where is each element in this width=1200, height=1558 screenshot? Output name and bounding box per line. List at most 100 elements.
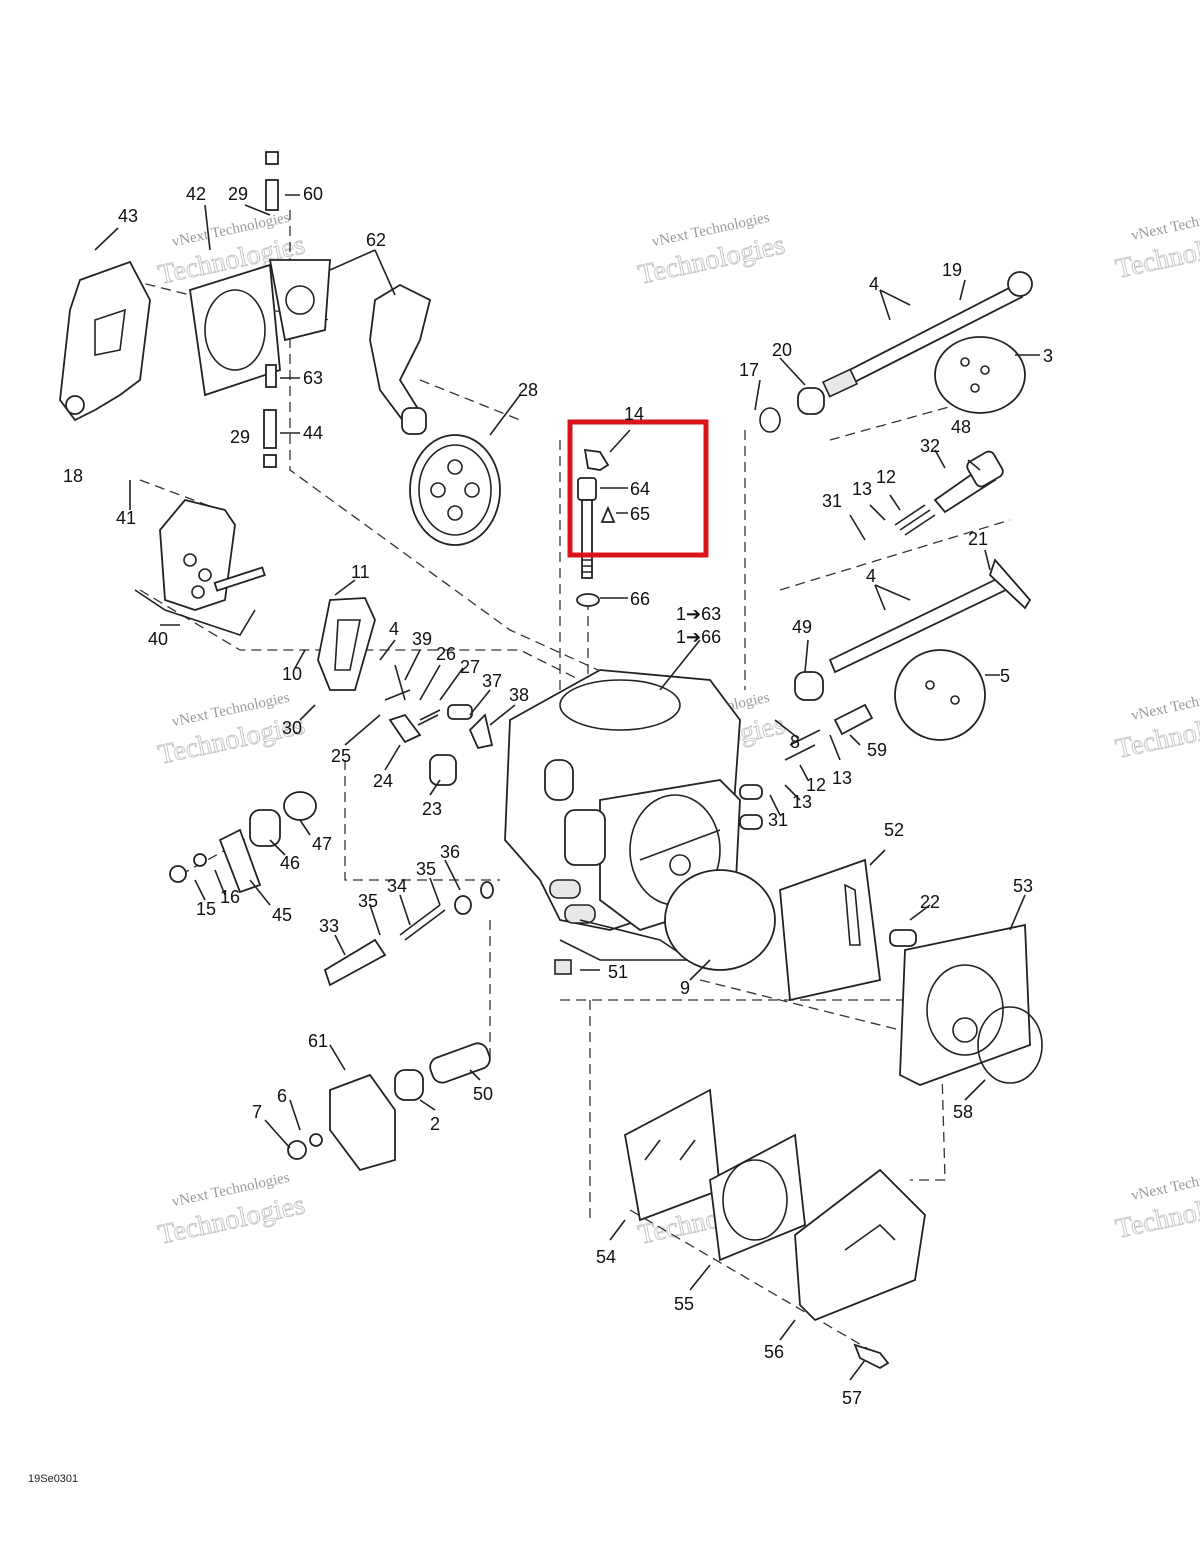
- callout-label: 43: [118, 206, 138, 226]
- callout-label: 49: [792, 617, 812, 637]
- callout-label: 59: [867, 740, 887, 760]
- callout-label: 44: [303, 423, 323, 443]
- callout-label: 12: [806, 775, 826, 795]
- callout-label: 37: [482, 671, 502, 691]
- idle-screw: [894, 450, 1004, 536]
- callout-label: 4: [869, 274, 879, 294]
- callout-label: 23: [422, 799, 442, 819]
- callout-label: 63: [303, 368, 323, 388]
- callout-label: 7: [252, 1102, 262, 1122]
- callout-label: 57: [842, 1388, 862, 1408]
- callout-label: 25: [331, 746, 351, 766]
- gasket: [664, 869, 776, 971]
- callout-label: 22: [920, 892, 940, 912]
- callout-label: 4: [866, 566, 876, 586]
- callout-label: 13: [852, 479, 872, 499]
- jets-group: [384, 664, 494, 786]
- callout-label: 28: [518, 380, 538, 400]
- callout-label: 1➔63: [676, 604, 721, 624]
- callout-label: 6: [277, 1086, 287, 1106]
- callout-label: 54: [596, 1247, 616, 1267]
- callout-label: 35: [416, 859, 436, 879]
- callout-label: 30: [282, 718, 302, 738]
- callout-label: 8: [790, 732, 800, 752]
- callout-label: 11: [351, 562, 370, 582]
- throttle-shaft: [759, 271, 1033, 433]
- callout-label: 32: [920, 436, 940, 456]
- document-code: 19Se0301: [28, 1473, 78, 1485]
- callout-label: 29: [228, 184, 248, 204]
- callout-label: 51: [608, 962, 628, 982]
- callout-label: 55: [674, 1294, 694, 1314]
- callout-label: 38: [509, 685, 529, 705]
- diaphragm: [623, 1088, 721, 1222]
- callout-labels: 43 42 29 60 62 63 29 44 18 28 41 40 11 4…: [63, 184, 1053, 1408]
- callout-label: 12: [876, 467, 896, 487]
- callout-label: 45: [272, 905, 292, 925]
- callout-label: 48: [951, 417, 971, 437]
- cover-gasket: [779, 858, 881, 1002]
- callout-label: 41: [116, 508, 136, 528]
- callout-label: 53: [1013, 876, 1033, 896]
- callout-label: 16: [220, 887, 240, 907]
- callout-label: 2: [430, 1114, 440, 1134]
- callout-label: 36: [440, 842, 460, 862]
- callout-label: 20: [772, 340, 792, 360]
- highlight-box: [567, 419, 709, 558]
- pulley: [409, 434, 501, 546]
- callout-label: 1➔66: [676, 627, 721, 647]
- leader-lines: [94, 194, 1040, 1381]
- callout-label: 31: [768, 810, 788, 830]
- lever-61: [287, 1042, 491, 1172]
- callout-label: 33: [319, 916, 339, 936]
- lever-bracket: [59, 260, 151, 422]
- callout-label: 27: [460, 657, 480, 677]
- throttle-arm: [263, 151, 432, 468]
- callout-label: 17: [739, 360, 759, 380]
- callout-label: 29: [230, 427, 250, 447]
- callout-label: 39: [412, 629, 432, 649]
- callout-label: 61: [308, 1031, 328, 1051]
- callout-label: 65: [630, 504, 650, 524]
- callout-label: 18: [63, 466, 83, 486]
- callout-label: 58: [953, 1102, 973, 1122]
- cam-block: [134, 498, 266, 636]
- callout-label: 3: [1043, 346, 1053, 366]
- callout-label: 9: [680, 978, 690, 998]
- mixture-screw: [784, 703, 874, 761]
- callout-label: 31: [822, 491, 842, 511]
- callout-label: 26: [436, 644, 456, 664]
- callout-label: 21: [968, 529, 988, 549]
- callout-label: 13: [832, 768, 852, 788]
- callout-label: 47: [312, 834, 332, 854]
- callout-label: 50: [473, 1084, 493, 1104]
- callout-label: 34: [387, 876, 407, 896]
- choke-lever-group: [169, 791, 494, 987]
- callout-label: 42: [186, 184, 206, 204]
- small-bracket: [317, 597, 376, 691]
- callout-label: 40: [148, 629, 168, 649]
- callout-label: 35: [358, 891, 378, 911]
- callout-label: 5: [1000, 666, 1010, 686]
- cover-plate: [189, 263, 281, 397]
- callout-label: 62: [366, 230, 386, 250]
- pump-body: [794, 1168, 926, 1322]
- pump-cover: [889, 923, 1043, 1086]
- pump-gasket: [709, 1133, 806, 1262]
- callout-label: 10: [282, 664, 302, 684]
- callout-label: 60: [303, 184, 323, 204]
- callout-label: 46: [280, 853, 300, 873]
- callout-label: 4: [389, 619, 399, 639]
- choke-shaft: [794, 558, 1032, 741]
- callout-label: 14: [624, 404, 644, 424]
- callout-label: 56: [764, 1342, 784, 1362]
- callout-label: 66: [630, 589, 650, 609]
- fastener-group: [576, 448, 616, 607]
- callout-label: 24: [373, 771, 393, 791]
- callout-label: 15: [196, 899, 216, 919]
- callout-label: 13: [792, 792, 812, 812]
- callout-label: 64: [630, 479, 650, 499]
- callout-label: 19: [942, 260, 962, 280]
- callout-label: 52: [884, 820, 904, 840]
